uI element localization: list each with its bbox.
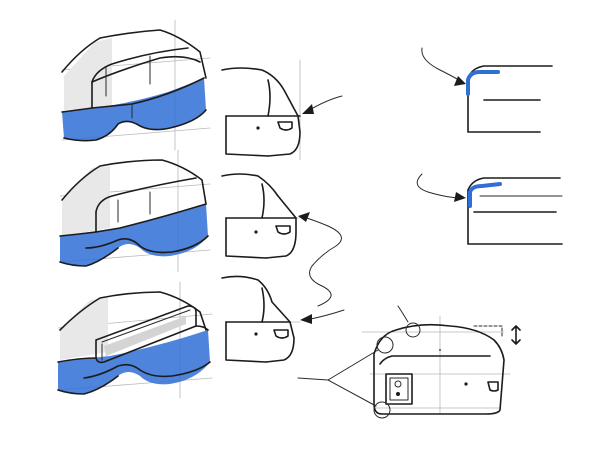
profile-arrow-2 <box>298 212 342 307</box>
rear-view-sketch <box>297 305 521 419</box>
perspective-sketch-1 <box>61 19 211 151</box>
marker-fill <box>58 330 210 394</box>
side-profile-1 <box>221 59 301 161</box>
perspective-sketch-2 <box>59 149 211 273</box>
corner-section-detail-2 <box>416 173 563 245</box>
marker-fill <box>62 78 206 141</box>
corner-section-detail-1 <box>421 47 553 133</box>
side-profile-3 <box>221 275 301 363</box>
marker-fill <box>60 204 208 266</box>
perspective-sketch-3 <box>57 281 213 399</box>
profile-arrow-3 <box>300 309 345 324</box>
callout-circle <box>376 336 394 354</box>
marker-stroke <box>468 182 502 208</box>
profile-arrow-1 <box>302 95 343 114</box>
callout-circle <box>405 322 421 338</box>
marker-stroke <box>466 70 500 96</box>
side-profile-2 <box>221 173 301 259</box>
callout-circle <box>373 401 391 419</box>
